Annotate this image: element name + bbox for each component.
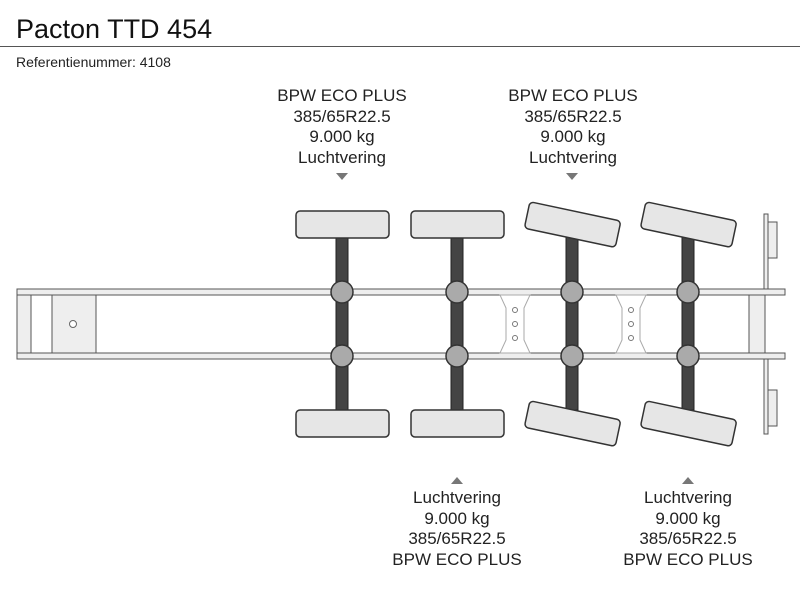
tire-bottom: [524, 400, 621, 447]
page-title: Pacton TTD 454: [16, 14, 213, 44]
axle-load: 9.000 kg: [309, 127, 375, 146]
title-divider: [0, 46, 800, 47]
axle-hub-bottom: [330, 344, 354, 368]
tire-bottom: [640, 400, 737, 447]
axle-beam: [450, 236, 464, 411]
axle-tyre-size: 385/65R22.5: [293, 106, 391, 126]
tire-top: [524, 201, 621, 248]
tire-top: [640, 201, 737, 248]
axle-tyre-size: 385/65R22.5: [524, 106, 622, 126]
cross-member-hole: [512, 335, 518, 341]
cross-member-hole: [628, 307, 634, 313]
axle-hub-bottom: [445, 344, 469, 368]
rear-light-top: [767, 221, 778, 259]
axle-brand: BPW ECO PLUS: [392, 549, 522, 569]
tire-top: [295, 210, 390, 239]
axle-1: [295, 210, 390, 438]
axle-load: 9.000 kg: [540, 127, 606, 146]
chassis-rail-top: [16, 288, 786, 296]
tire-bottom: [295, 409, 390, 438]
pointer-down-icon: [566, 173, 578, 180]
tire-bottom: [410, 409, 505, 438]
axle-tyre-size: 385/65R22.5: [408, 529, 506, 548]
axle-beam: [565, 236, 579, 411]
cross-member-hole: [628, 335, 634, 341]
cross-member-hole: [628, 321, 634, 327]
axle-1-spec-top: BPW ECO PLUS 385/65R22.5 9.000 kg Luchtv…: [242, 86, 442, 168]
axle-4: [640, 201, 737, 447]
axle-2-spec-bottom: Luchtvering 9.000 kg 385/65R22.5 BPW ECO…: [357, 488, 557, 570]
pointer-up-icon: [682, 477, 694, 484]
axle-suspension: Luchtvering: [644, 488, 732, 507]
cross-member-hole: [512, 307, 518, 313]
axle-hub-top: [676, 280, 700, 304]
axle-hub-bottom: [676, 344, 700, 368]
axle-brand: BPW ECO PLUS: [277, 86, 407, 105]
rear-light-post-bottom: [763, 358, 769, 435]
axle-hub-top: [330, 280, 354, 304]
pointer-up-icon: [451, 477, 463, 484]
kingpin-icon: [69, 320, 77, 328]
axle-suspension: Luchtvering: [413, 488, 501, 507]
axle-tyre-size: 385/65R22.5: [639, 529, 737, 548]
axle-hub-bottom: [560, 344, 584, 368]
axle-suspension: Luchtvering: [529, 147, 617, 167]
axle-4-spec-bottom: Luchtvering 9.000 kg 385/65R22.5 BPW ECO…: [588, 488, 788, 570]
rear-light-bottom: [767, 389, 778, 427]
axle-brand: BPW ECO PLUS: [623, 549, 753, 569]
chassis-rail-bottom: [16, 352, 786, 360]
cross-member-hole: [512, 321, 518, 327]
axle-beam: [681, 236, 695, 411]
axle-3-spec-top: BPW ECO PLUS 385/65R22.5 9.000 kg Luchtv…: [473, 86, 673, 168]
axle-2: [410, 210, 505, 438]
axle-beam: [335, 236, 349, 411]
axle-brand: BPW ECO PLUS: [508, 86, 638, 105]
axle-load: 9.000 kg: [655, 508, 721, 528]
pointer-down-icon: [336, 173, 348, 180]
rear-light-post-top: [763, 213, 769, 290]
axle-load: 9.000 kg: [424, 508, 490, 528]
front-beam: [16, 294, 32, 354]
axle-hub-top: [445, 280, 469, 304]
reference-number: Referentienummer: 4108: [16, 54, 171, 70]
axle-3: [524, 201, 621, 447]
tire-top: [410, 210, 505, 239]
axle-hub-top: [560, 280, 584, 304]
axle-suspension: Luchtvering: [298, 147, 386, 167]
rear-bumper: [748, 294, 766, 354]
